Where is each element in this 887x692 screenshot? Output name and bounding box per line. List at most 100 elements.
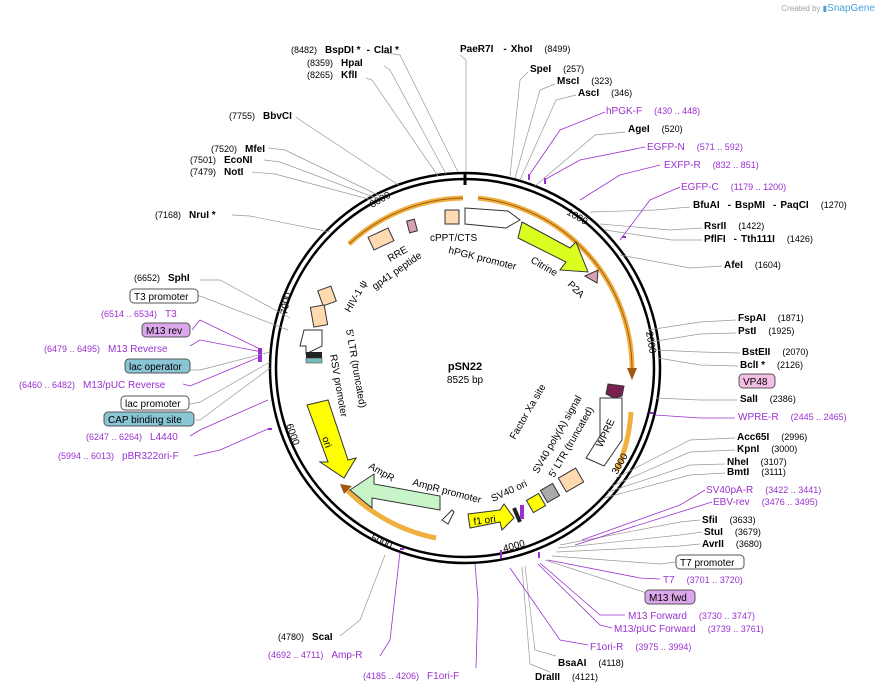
label-bbvci: (7755)BbvCI — [229, 111, 292, 122]
label-acc65i: Acc65I(2996) — [737, 432, 807, 443]
label-m13-rev: M13 rev — [146, 326, 182, 337]
label-sali: SalI(2386) — [740, 394, 796, 405]
label-ori: ori — [319, 435, 333, 449]
rre-box — [367, 227, 395, 251]
label-sphi: (6652)SphI — [134, 273, 190, 284]
label-noti: (7479)NotI — [190, 167, 244, 178]
label-bfuai: BfuAI-BspMI-PaqCI(1270) — [693, 200, 847, 211]
sv40-ori-box — [525, 492, 547, 514]
label-wpre-r: WPRE-R(2445 .. 2465) — [738, 412, 847, 423]
label-m13-puc-forward: M13/pUC Forward(3739 .. 3761) — [614, 624, 764, 635]
label-vp48: VP48 — [743, 377, 768, 388]
label-asci: AscI(346) — [578, 88, 632, 99]
label-kfli: (8265)KflI — [307, 70, 357, 81]
label-avrii: AvrII(3680) — [702, 539, 762, 550]
m13-fwd-box — [644, 589, 696, 605]
label-egfp-c: EGFP-C(1179 .. 1200) — [681, 182, 786, 193]
cppt-box — [444, 209, 460, 225]
wpre-arrow — [585, 397, 623, 467]
m13-rev-box — [141, 322, 191, 338]
label-l4440: (6247 .. 6264)L4440 — [86, 432, 178, 443]
label-t7: T7(3701 .. 3720) — [663, 575, 743, 586]
label-m13-forward: M13 Forward(3730 .. 3747) — [628, 611, 755, 622]
credit-brand: SnapGene — [827, 3, 875, 14]
label-sfii: SfiI(3633) — [702, 515, 756, 526]
hiv-box — [317, 285, 337, 307]
label-mfei: (7520)MfeI — [211, 144, 265, 155]
hpgk-promoter-arrow — [464, 207, 521, 229]
vp48-box — [738, 373, 776, 389]
ltr5-box — [309, 304, 329, 328]
label-hiv: HIV-1 ψ — [343, 279, 370, 315]
vp48-marker — [605, 383, 625, 399]
label-sv40-ori: SV40 ori — [490, 479, 529, 505]
label-f1-ori: f1 ori — [473, 514, 497, 528]
label-bsaai: BsaAI(4118) — [558, 658, 624, 669]
tick-5000: 5000 — [369, 533, 394, 553]
label-f1ori-r: F1ori-R(3975 .. 3994) — [590, 642, 691, 653]
tick-1000: 1000 — [565, 207, 590, 228]
label-t7-promoter: T7 promoter — [680, 558, 735, 569]
label-draiii: DraIII(4121) — [535, 672, 598, 683]
label-afei: AfeI(1604) — [724, 260, 781, 271]
t3-promoter-box — [129, 288, 199, 304]
citrine-arrow — [517, 221, 589, 273]
primer-leaders-right — [509, 111, 735, 646]
label-t3-promoter: T3 promoter — [134, 292, 189, 303]
label-msci: MscI(323) — [557, 76, 612, 87]
label-pflfi: PflFI-Tth111I(1426) — [704, 234, 813, 245]
label-psti: PstI(1925) — [738, 326, 794, 337]
label-exfp-r: EXFP-R(832 .. 851) — [664, 160, 759, 171]
snapgene-credit: Created by ▮SnapGene — [781, 3, 875, 14]
f1-ori-arrow — [467, 503, 515, 531]
label-paer7i: PaeR7I-XhoI(8499) — [460, 44, 570, 55]
plasmid-name: pSN22 — [448, 361, 482, 373]
label-egfp-n: EGFP-N(571 .. 592) — [647, 142, 743, 153]
label-kpni: KpnI(3000) — [737, 444, 797, 455]
p2a-box — [583, 269, 599, 284]
label-hpai: (8359)HpaI — [307, 58, 363, 69]
label-stui: StuI(3679) — [704, 527, 761, 538]
label-amp-r: (4692 .. 4711)Amp-R — [268, 650, 363, 661]
credit-prefix: Created by — [781, 4, 821, 13]
primer-leaders-left — [182, 319, 479, 669]
label-lac-promoter: lac promoter — [125, 399, 181, 410]
rsv-promoter-arrow — [299, 329, 323, 355]
label-t3: (6514 .. 6534)T3 — [101, 309, 177, 320]
sv40-polya-box — [539, 482, 561, 504]
lac-cluster-black — [306, 352, 322, 358]
label-bmti: BmtI(3111) — [727, 467, 786, 478]
lac-promoter-box — [120, 395, 190, 411]
label-citrine: Citrine — [529, 255, 560, 279]
label-rsrii: RsrII(1422) — [704, 221, 764, 232]
plasmid-length: 8525 bp — [447, 375, 484, 386]
label-ltr5: 5′ LTR (truncated) — [343, 329, 368, 409]
label-lac-operator: lac operator — [129, 362, 182, 373]
label-bspdi: (8482)BspDI *-ClaI * — [291, 45, 399, 56]
label-scai: (4780)ScaI — [278, 632, 333, 643]
features — [299, 207, 625, 531]
tick-7000: 7000 — [279, 291, 294, 315]
label-m13-fwd: M13 fwd — [649, 593, 687, 604]
right-labels: PaeR7I-XhoI(8499) SpeI(257) MscI(323) As… — [460, 44, 847, 683]
label-cppt: cPPT/CTS — [430, 233, 478, 244]
t7-promoter-box — [675, 554, 745, 570]
ampr-promoter-arrow — [441, 509, 455, 525]
label-sv40pa-r: SV40pA-R(3422 .. 3441) — [706, 485, 821, 496]
label-p2a: P2A — [565, 279, 586, 300]
tick-4000: 4000 — [502, 538, 527, 554]
label-factor-xa: Factor Xa site — [508, 382, 549, 441]
ltr3-box — [557, 467, 585, 493]
label-agei: AgeI(520) — [628, 124, 683, 135]
snapgene-logo-icon: ▮ — [822, 4, 828, 13]
label-fspai: FspAI(1871) — [738, 313, 804, 324]
ori-arrow — [306, 399, 358, 479]
arc-bottom-left — [345, 488, 437, 541]
label-econi: (7501)EcoNI — [190, 155, 253, 166]
label-nhei: NheI(3107) — [727, 457, 787, 468]
tick-2000: 2000 — [643, 331, 658, 355]
label-cap-binding: CAP binding site — [108, 415, 182, 426]
label-m13-reverse: (6479 .. 6495)M13 Reverse — [44, 344, 168, 355]
label-f1ori-f: (4185 .. 4206)F1ori-F — [363, 671, 459, 682]
arc-right-lower — [614, 411, 634, 471]
